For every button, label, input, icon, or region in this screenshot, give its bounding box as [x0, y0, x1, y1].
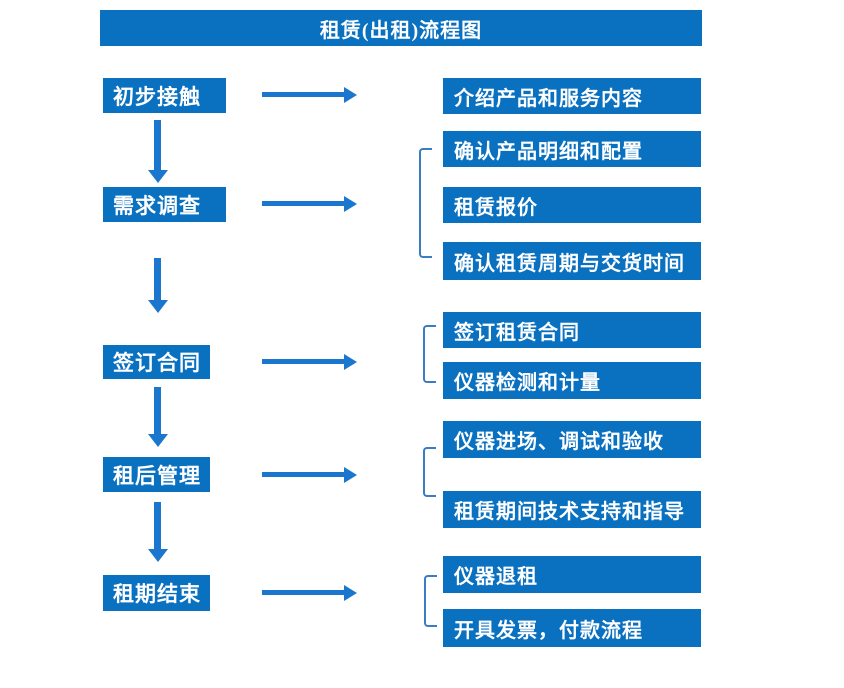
detail-box-1-1: 介绍产品和服务内容 [443, 78, 701, 114]
detail-box-3-1: 签订租赁合同 [443, 312, 701, 348]
flowchart-title: 租赁(出租)流程图 [319, 19, 483, 42]
right-arrow-row-5 [262, 585, 357, 601]
right-arrow-row-2 [262, 196, 357, 212]
detail-box-5-1: 仪器退租 [443, 556, 701, 593]
down-arrow-1 [148, 120, 168, 183]
detail-box-2-2: 租赁报价 [443, 187, 701, 223]
right-arrow-row-4 [262, 467, 357, 483]
step-box-5: 租期结束 [103, 575, 210, 611]
right-arrow-row-3 [262, 354, 357, 370]
right-arrow-row-4-head [344, 467, 357, 483]
right-arrow-row-5-shaft [262, 590, 344, 595]
detail-box-4-2: 租赁期间技术支持和指导 [443, 491, 701, 528]
down-arrow-3 [148, 387, 168, 447]
step-box-1: 初步接触 [103, 78, 226, 113]
right-arrow-row-2-head [344, 196, 357, 212]
detail-box-5-2: 开具发票，付款流程 [443, 609, 701, 647]
step-box-4: 租后管理 [103, 457, 210, 492]
bracket-group-3 [423, 325, 436, 383]
step-box-3: 签订合同 [103, 345, 210, 379]
down-arrow-4-head [148, 549, 168, 562]
right-arrow-row-1-head [344, 87, 357, 103]
right-arrow-row-2-shaft [262, 201, 344, 206]
detail-box-2-3: 确认租赁周期与交货时间 [443, 242, 701, 280]
right-arrow-row-1 [262, 87, 357, 103]
right-arrow-row-4-shaft [262, 472, 344, 477]
down-arrow-1-shaft [154, 120, 161, 170]
right-arrow-row-1-shaft [262, 92, 344, 97]
step-box-2: 需求调查 [103, 187, 226, 222]
right-arrow-row-3-head [344, 354, 357, 370]
bracket-group-4 [423, 447, 436, 497]
down-arrow-1-head [148, 170, 168, 183]
down-arrow-3-shaft [154, 387, 161, 434]
down-arrow-4-shaft [154, 502, 161, 549]
down-arrow-2-head [148, 300, 168, 313]
down-arrow-4 [148, 502, 168, 562]
detail-box-3-2: 仪器检测和计量 [443, 362, 701, 399]
bracket-group-2 [419, 148, 432, 258]
flowchart-title-bar: 租赁(出租)流程图 [100, 10, 702, 46]
down-arrow-3-head [148, 434, 168, 447]
bracket-group-5 [424, 575, 437, 627]
right-arrow-row-5-head [344, 585, 357, 601]
detail-box-2-1: 确认产品明细和配置 [443, 131, 701, 167]
detail-box-4-1: 仪器进场、调试和验收 [443, 421, 701, 458]
down-arrow-2-shaft [154, 258, 161, 300]
right-arrow-row-3-shaft [262, 359, 344, 364]
down-arrow-2 [148, 258, 168, 313]
